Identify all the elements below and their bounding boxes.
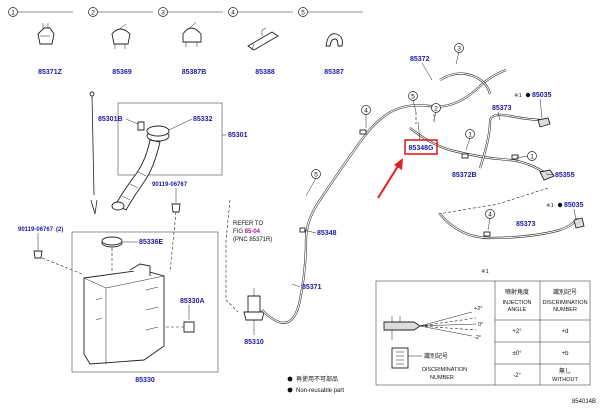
marker-2: 2 — [434, 105, 438, 112]
marker-1-mid: 1 — [468, 131, 472, 138]
discrimination-marker — [391, 347, 409, 369]
part-label-85373-bottom[interactable]: 85373 — [516, 221, 536, 228]
part-label-85387B[interactable]: 85387B — [182, 69, 207, 76]
legend-dot-1 — [287, 376, 293, 382]
part-label-85336E[interactable]: 85336E — [139, 239, 163, 246]
highlight-box-85348G — [404, 139, 438, 155]
part-label-85355[interactable]: 85355 — [555, 172, 575, 179]
part-label-85332[interactable]: 85332 — [193, 116, 213, 123]
ident-en1: DISCRIMINATION — [422, 367, 467, 373]
table-row2-code: +b — [562, 351, 570, 357]
callout-3[interactable]: 3 85387B — [158, 7, 224, 77]
part-label-85371[interactable]: 85371 — [302, 284, 322, 291]
part-label-85348[interactable]: 85348 — [317, 230, 337, 237]
asterisk-a: ※1 — [514, 92, 522, 99]
refer-note: REFER TO FIG 85-04 (PNC 85371R) — [225, 199, 272, 313]
refer-line-3: (PNC 85371R) — [233, 237, 272, 243]
part-label-85373-top[interactable]: 85373 — [492, 105, 512, 112]
table-col2-en1: DISCRIMINATION — [542, 300, 587, 306]
legend-dot-2 — [287, 387, 293, 393]
callout-4-number: 4 — [231, 9, 235, 16]
table-row3-code: WITHOUT — [552, 377, 578, 383]
non-reusable-dot-a — [525, 92, 531, 98]
angle-label-minus2: -2° — [474, 335, 481, 341]
angle-label-plus2: +2° — [474, 306, 482, 312]
non-reusable-dot-b — [557, 202, 563, 208]
table-col2-jp: 識別記号 — [553, 288, 577, 296]
marker-5-upper: 5 — [411, 93, 415, 100]
callout-1-number: 1 — [11, 9, 15, 16]
nozzle-illustration — [383, 321, 421, 331]
part-label-85301B[interactable]: 85301B — [98, 116, 123, 123]
refer-fig-prefix: FIG — [233, 229, 245, 235]
svg-text:FIG 85-04: FIG 85-04 — [233, 229, 261, 235]
reservoir-assembly: 85301B 85332 85301 90119-06767 90119-067… — [18, 91, 248, 384]
part-qty-2: (2) — [56, 227, 63, 233]
right-labels: 85372 85373 ※1 85035 85372B 85355 ※1 850… — [291, 56, 584, 291]
part-label-85301[interactable]: 85301 — [228, 132, 248, 139]
table-row1-angle: +2° — [512, 329, 522, 335]
highlight-arrow — [377, 165, 399, 199]
clip-part-3 — [182, 27, 202, 43]
table-col2-en2: NUMBER — [553, 307, 577, 313]
legend-en: Non-reusable part — [296, 388, 344, 394]
callout-5-number: 5 — [301, 9, 305, 16]
clip-part-2 — [111, 28, 131, 45]
callout-4[interactable]: 4 85388 — [228, 7, 294, 77]
table-col1-jp: 噴射角度 — [505, 288, 529, 296]
part-label-85388[interactable]: 85388 — [255, 69, 275, 76]
part-label-85369[interactable]: 85369 — [112, 69, 132, 76]
highlight-arrow-head — [394, 158, 403, 170]
asterisk-c: ※1 — [481, 268, 489, 275]
part-label-85310[interactable]: 85310 — [244, 339, 264, 346]
legend-jp: 再使用不可部品 — [296, 375, 338, 383]
callout-2[interactable]: 2 85369 — [88, 7, 154, 77]
table-col1-en2: ANGLE — [508, 307, 527, 313]
callout-row: 1 85371Z 2 85369 3 85387B 4 — [8, 7, 364, 77]
refer-line-1: REFER TO — [233, 221, 263, 227]
part-label-85330A[interactable]: 85330A — [180, 298, 205, 305]
ident-en2: NUMBER — [430, 375, 454, 381]
part-label-85371Z[interactable]: 85371Z — [38, 69, 62, 76]
hose-network — [261, 68, 585, 324]
part-label-85372B[interactable]: 85372B — [452, 172, 477, 179]
hose-markers: 3 4 5 2 1 1 5 4 — [305, 43, 537, 231]
marker-4: 4 — [364, 107, 368, 114]
marker-1-right: 1 — [530, 153, 534, 160]
marker-3-top: 3 — [457, 45, 461, 52]
part-label-90119-06767[interactable]: 90119-06767 — [152, 182, 188, 188]
part-label-85348G[interactable]: 85348G — [409, 145, 434, 152]
callout-1[interactable]: 1 85371Z — [8, 7, 74, 77]
part-label-90119-06767-left[interactable]: 90119-06767 — [18, 227, 54, 233]
part-label-85372[interactable]: 85372 — [410, 56, 430, 63]
part-label-85330[interactable]: 85330 — [135, 377, 155, 384]
asterisk-b: ※1 — [546, 202, 554, 209]
clip-part-5 — [325, 33, 343, 47]
callout-5[interactable]: 5 85387 — [298, 7, 364, 77]
table-col1-en1: INJECTION — [502, 300, 531, 306]
table-row3-angle: -2° — [513, 373, 521, 379]
table-row2-angle: ±0° — [512, 351, 522, 357]
marker-5-lower: 5 — [314, 171, 318, 178]
legend: 再使用不可部品 Non-reusable part — [287, 375, 344, 394]
marker-4-lower: 4 — [488, 211, 492, 218]
washer-pump: 85310 — [243, 288, 265, 346]
refer-fig-link[interactable]: 85-04 — [245, 229, 261, 235]
table-row1-code: +d — [562, 329, 569, 335]
diagram-id: 854014B — [572, 399, 596, 405]
part-label-85387[interactable]: 85387 — [324, 69, 344, 76]
part-label-85035-bottom[interactable]: 85035 — [564, 202, 584, 209]
part-label-85035-top[interactable]: 85035 — [532, 92, 552, 99]
clip-part-4 — [247, 31, 279, 51]
callout-2-number: 2 — [91, 9, 95, 16]
injection-angle-panel: ※1 噴射角度 INJECTION ANGLE 識別記号 DISCRIMINAT… — [375, 268, 591, 386]
ident-jp: 識別記号 — [424, 352, 448, 360]
angle-label-0: 0° — [478, 322, 483, 328]
table-row3-code-jp: 無し — [559, 367, 571, 375]
callout-3-number: 3 — [161, 9, 165, 16]
